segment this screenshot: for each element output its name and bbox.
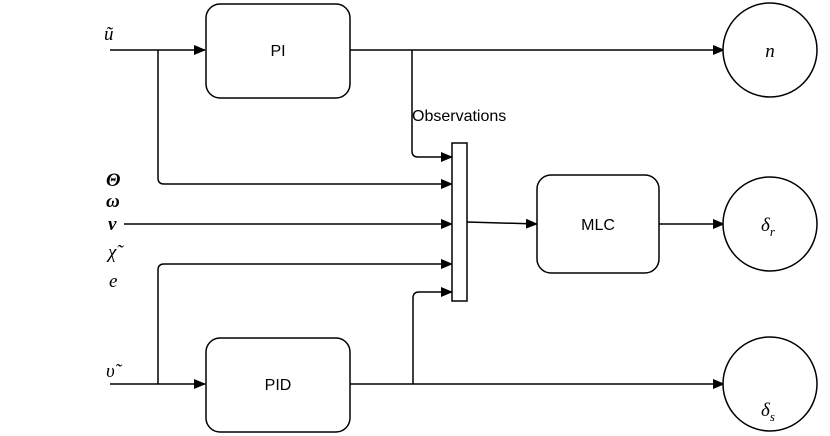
n-output: n bbox=[722, 2, 818, 98]
observations-bar bbox=[451, 142, 468, 302]
delta-s-label: δs bbox=[761, 400, 775, 424]
delta-s-subscript: s bbox=[770, 409, 775, 424]
mlc-block: MLC bbox=[536, 174, 660, 274]
u-tilde-label: ũ bbox=[104, 24, 114, 45]
pid-label: PID bbox=[265, 377, 292, 394]
pi-label: PI bbox=[270, 43, 285, 60]
u-to-observations-arrow bbox=[157, 50, 453, 189]
upsilon-to-observations-arrow bbox=[157, 259, 453, 384]
pi-to-observations-arrow bbox=[411, 50, 453, 162]
nu-label: ν bbox=[108, 214, 117, 235]
delta-r-symbol: δ bbox=[761, 215, 771, 236]
mlc-label: MLC bbox=[581, 217, 615, 234]
observations-to-mlc-arrow bbox=[466, 218, 538, 229]
observations-label: Observations bbox=[412, 108, 506, 125]
omega-label: ω bbox=[106, 191, 120, 212]
theta-label: Θ bbox=[106, 170, 121, 191]
chi-tilde-label: χ̃ bbox=[106, 242, 124, 263]
n-label: n bbox=[765, 41, 775, 62]
pid-block: PID bbox=[205, 337, 351, 433]
delta-r-subscript: r bbox=[770, 224, 776, 239]
pi-block: PI bbox=[205, 3, 351, 99]
delta-r-label: δr bbox=[761, 215, 776, 239]
delta-s-symbol: δ bbox=[761, 400, 771, 421]
e-label: e bbox=[109, 271, 117, 292]
delta-r-output: δr bbox=[722, 176, 818, 272]
upsilon-tilde-label: υ̃ bbox=[106, 361, 123, 382]
pid-to-observations-arrow bbox=[412, 287, 453, 384]
delta-s-output: δs bbox=[722, 336, 818, 432]
